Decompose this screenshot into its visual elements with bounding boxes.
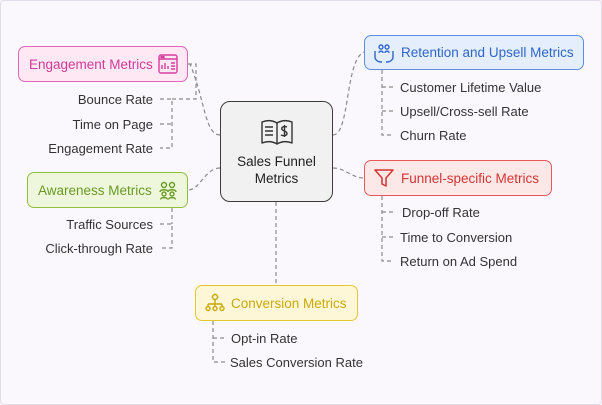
connector-awareness — [187, 167, 221, 191]
conversion-item-opt-in-rate: Opt-in Rate — [231, 331, 298, 346]
retention-item-churn-rate: Churn Rate — [400, 128, 467, 143]
connector-retention — [332, 51, 365, 136]
engagement-item-engagement-rate: Engagement Rate — [48, 141, 153, 156]
network-gear-icon — [204, 292, 226, 314]
engagement-title: Engagement Metrics — [29, 56, 153, 72]
retention-upsell-metrics-node: Retention and Upsell Metrics — [364, 35, 584, 70]
awareness-title: Awareness Metrics — [38, 182, 152, 198]
engagement-item-time-on-page: Time on Page — [72, 117, 153, 132]
retention-item-upsell-cross-sell-rate: Upsell/Cross-sell Rate — [400, 104, 529, 119]
connector-funnel — [332, 167, 365, 179]
conversion-item-sales-conversion-rate: Sales Conversion Rate — [230, 355, 363, 370]
connector-engagement-leaves — [160, 98, 173, 149]
funnel-title: Funnel-specific Metrics — [401, 170, 540, 186]
center-node: Sales Funnel Metrics — [220, 101, 333, 202]
browser-chart-icon — [157, 53, 179, 75]
book-dollar-icon — [260, 117, 294, 147]
center-title: Sales Funnel Metrics — [237, 153, 316, 186]
funnel-specific-metrics-node: Funnel-specific Metrics — [364, 160, 552, 196]
connector-awareness-leaves — [160, 223, 173, 249]
awareness-metrics-node: Awareness Metrics — [27, 172, 188, 208]
connector-retention-leaves — [381, 70, 394, 136]
engagement-metrics-node: Engagement Metrics — [18, 46, 188, 82]
conversion-metrics-node: Conversion Metrics — [195, 285, 358, 321]
conversion-title: Conversion Metrics — [231, 295, 347, 311]
retention-title: Retention and Upsell Metrics — [401, 45, 574, 60]
hands-people-icon — [373, 42, 395, 64]
funnel-icon — [373, 167, 395, 189]
engagement-item-bounce-rate: Bounce Rate — [77, 92, 153, 107]
connector-engagement — [189, 63, 221, 136]
funnel-item-time-to-conversion: Time to Conversion — [400, 230, 513, 245]
retention-item-customer-lifetime-value: Customer Lifetime Value — [400, 80, 542, 95]
funnel-item-drop-off-rate: Drop-off Rate — [402, 205, 480, 220]
people-group-icon — [157, 179, 179, 201]
connector-funnel-leaves — [381, 196, 394, 262]
connector-conversion-leaves — [212, 321, 225, 363]
awareness-item-traffic-sources: Traffic Sources — [66, 217, 153, 232]
funnel-item-return-on-ad-spend: Return on Ad Spend — [400, 254, 518, 269]
awareness-item-click-through-rate: Click-through Rate — [45, 241, 153, 256]
